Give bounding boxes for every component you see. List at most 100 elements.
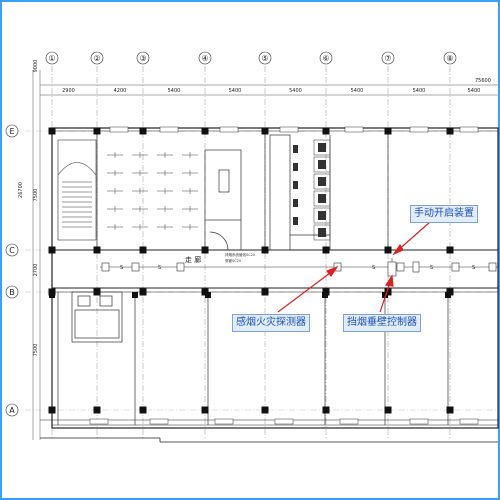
column-pillar <box>139 406 147 414</box>
column-label: ⑤ <box>261 54 268 63</box>
row-bubble <box>5 285 19 299</box>
window <box>149 418 169 425</box>
callout-smoke-barrier-controller: 挡烟垂壁控制器 <box>343 314 421 332</box>
device-symbol: S <box>430 265 433 271</box>
device-box <box>131 262 140 272</box>
device-symbol: S <box>120 265 123 271</box>
column-label: ① <box>48 54 55 63</box>
window <box>279 126 299 133</box>
top-dim-label: 5400 <box>351 88 364 94</box>
column-bubble <box>258 51 272 65</box>
window <box>219 126 239 133</box>
urinal <box>293 163 298 171</box>
left-dim-label: 2700 <box>33 264 39 277</box>
left-dim-label: 9000 <box>33 60 39 73</box>
column-pillar <box>322 406 330 414</box>
left-dim-label: 7500 <box>33 189 39 202</box>
window <box>339 418 359 425</box>
column-pillar <box>48 127 56 135</box>
column-label: ④ <box>201 54 208 63</box>
device-symbol: S <box>158 265 161 271</box>
toilet-fixture <box>318 211 326 220</box>
toilet-stall <box>313 224 331 241</box>
column-pillar <box>93 288 101 296</box>
window <box>214 418 234 425</box>
column-pillar <box>446 406 454 414</box>
column-bubble <box>45 51 59 65</box>
toilet-fixture <box>318 228 326 237</box>
top-dim-label: 5400 <box>413 88 426 94</box>
left-dim-label: 26700 <box>18 182 24 198</box>
left-dim-label: 7500 <box>33 344 39 357</box>
column-pillar <box>382 292 388 298</box>
top-total-dim: 75600 <box>475 78 491 84</box>
row-label: C <box>9 246 15 255</box>
dimension-lines <box>32 70 498 440</box>
top-rooms <box>96 131 389 251</box>
toilet-stall <box>313 156 331 173</box>
device-box <box>488 262 497 272</box>
toilet-stalls <box>293 139 331 241</box>
column-bubble <box>381 51 395 65</box>
row-label: B <box>9 288 15 297</box>
column-pillar <box>139 246 147 254</box>
column-bubble <box>198 51 212 65</box>
top-dim-label: 4200 <box>114 88 127 94</box>
column-pillar <box>384 246 392 254</box>
column-pillar <box>446 246 454 254</box>
device-box <box>396 262 405 272</box>
left-dimensions: 9000 26700 7500 2700 7500 <box>18 60 39 357</box>
column-pillar <box>139 127 147 135</box>
callout-manual-device: 手动开启装置 <box>410 205 478 223</box>
column-pillar <box>205 292 211 298</box>
device-symbol: S <box>372 265 375 271</box>
column-pillar <box>322 246 330 254</box>
window <box>89 418 109 425</box>
column-pillar <box>201 246 209 254</box>
urinal <box>293 199 298 207</box>
window <box>459 418 479 425</box>
column-pillar <box>384 127 392 135</box>
urinal <box>293 217 298 225</box>
column-label: ⑦ <box>384 54 391 63</box>
toilet-stall <box>313 139 331 156</box>
column-pillar <box>93 127 101 135</box>
column-pillar <box>201 127 209 135</box>
top-dim-label: 5400 <box>468 88 481 94</box>
row-label: A <box>9 406 15 415</box>
column-pillar <box>261 288 269 296</box>
device-box <box>451 262 460 272</box>
column-pillar <box>261 406 269 414</box>
row-label: E <box>9 127 14 136</box>
column-pillar <box>446 127 454 135</box>
window <box>159 126 179 133</box>
column-label: ⑧ <box>446 54 453 63</box>
device-symbol: S <box>472 265 475 271</box>
column-bubble <box>443 51 457 65</box>
top-dim-label: 5400 <box>289 88 302 94</box>
column-pillar <box>132 292 138 298</box>
windows <box>89 126 479 425</box>
column-pillar <box>261 127 269 135</box>
column-pillar <box>445 292 451 298</box>
toilet-stall <box>313 190 331 207</box>
urinal <box>293 145 298 153</box>
toilet-fixture <box>318 194 326 203</box>
top-dim-label: 5400 <box>229 88 242 94</box>
window <box>109 126 129 133</box>
column-pillar <box>201 406 209 414</box>
callout-smoke-detector: 感烟火灾探测器 <box>232 314 310 332</box>
top-dim-label: 5400 <box>168 88 181 94</box>
column-label: ② <box>93 54 100 63</box>
toilet-stall <box>313 207 331 224</box>
corridor-label: 走 廊 <box>185 255 201 264</box>
column-pillar <box>322 127 330 135</box>
top-dim-label: 2900 <box>62 88 75 94</box>
column-label: ③ <box>139 54 146 63</box>
column-pillar <box>261 246 269 254</box>
bottom-rooms <box>57 291 449 425</box>
column-pillar <box>48 246 56 254</box>
row-grid: E C B A <box>5 124 498 417</box>
